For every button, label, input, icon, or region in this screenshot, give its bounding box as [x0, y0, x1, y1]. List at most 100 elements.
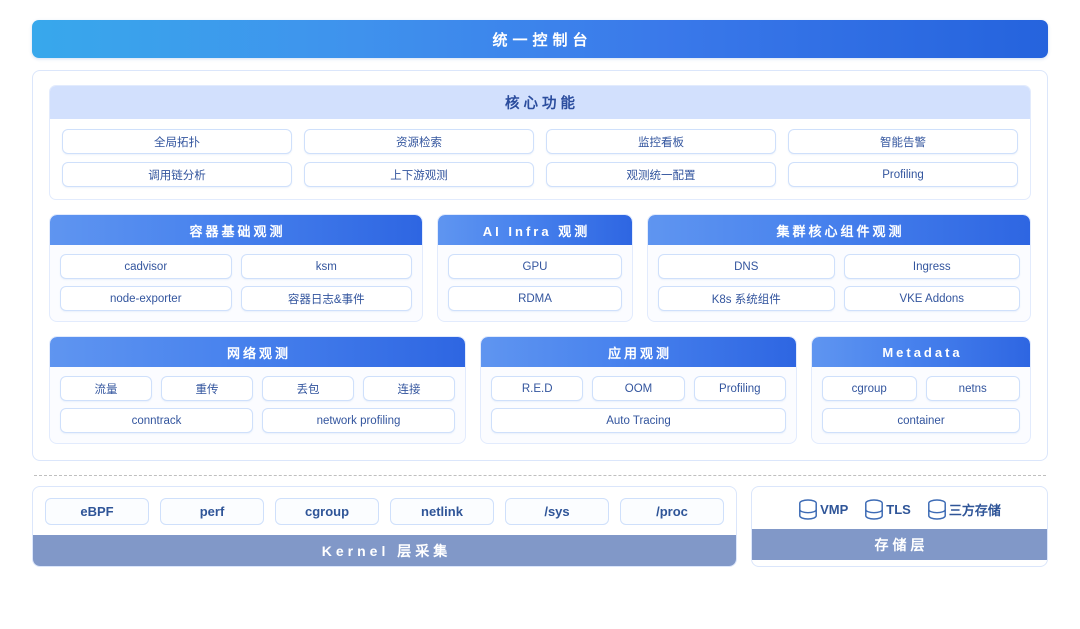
- item-traffic[interactable]: 流量: [60, 376, 152, 401]
- core-item-resource-search[interactable]: 资源检索: [304, 129, 534, 154]
- group-title-metadata: Metadata: [882, 344, 963, 360]
- group-row: RDMA: [448, 286, 622, 311]
- item-oom[interactable]: OOM: [592, 376, 685, 401]
- storage-label-tls: TLS: [886, 502, 911, 517]
- item-node-exporter[interactable]: node-exporter: [60, 286, 232, 311]
- storage-label-third-party: 三方存储: [948, 503, 1001, 518]
- item-conntrack[interactable]: conntrack: [60, 408, 253, 433]
- storage-label-vmp: VMP: [820, 502, 849, 517]
- item-auto-tracing[interactable]: Auto Tracing: [491, 408, 786, 433]
- item-cadvisor[interactable]: cadvisor: [60, 254, 232, 279]
- core-functions-header: 核心功能: [50, 86, 1030, 119]
- group-row: R.E.D OOM Profiling: [491, 376, 786, 401]
- kernel-item-sys[interactable]: /sys: [505, 498, 609, 525]
- observation-groups-row-1: 容器基础观测 cadvisor ksm node-exporter 容器日志&事…: [49, 214, 1031, 322]
- section-divider: [34, 475, 1046, 476]
- group-header: 集群核心组件观测: [648, 215, 1030, 245]
- kernel-item-netlink[interactable]: netlink: [390, 498, 494, 525]
- group-row: K8s 系统组件 VKE Addons: [658, 286, 1020, 311]
- group-title-network: 网络观测: [226, 345, 291, 361]
- database-icon: [927, 499, 946, 520]
- item-container-logs-events[interactable]: 容器日志&事件: [240, 286, 412, 311]
- core-item-upstream-downstream[interactable]: 上下游观测: [304, 162, 534, 187]
- group-title-ai-infra: AI Infra 观测: [482, 223, 591, 239]
- item-vke-addons[interactable]: VKE Addons: [843, 286, 1020, 311]
- item-ksm[interactable]: ksm: [240, 254, 412, 279]
- group-body: GPU RDMA: [438, 245, 632, 321]
- kernel-layer-footer: Kernel 层采集: [33, 535, 736, 566]
- group-metadata: Metadata cgroup netns container: [811, 336, 1031, 444]
- group-header: 网络观测: [50, 337, 465, 367]
- database-icon: [865, 499, 884, 520]
- item-gpu[interactable]: GPU: [448, 254, 622, 279]
- group-body: 流量 重传 丢包 连接 conntrack network profiling: [50, 367, 465, 443]
- core-functions-title: 核心功能: [505, 96, 579, 112]
- bottom-layers-row: eBPF perf cgroup netlink /sys /proc Kern…: [32, 486, 1048, 567]
- group-header: 应用观测: [481, 337, 796, 367]
- item-netns[interactable]: netns: [925, 376, 1020, 401]
- database-icon: [799, 499, 818, 520]
- group-title-application: 应用观测: [607, 345, 672, 361]
- kernel-collection-layer: eBPF perf cgroup netlink /sys /proc Kern…: [32, 486, 737, 567]
- storage-item-tls[interactable]: TLS: [864, 499, 911, 520]
- core-functions-row: 调用链分析 上下游观测 观测统一配置 Profiling: [62, 162, 1018, 187]
- unified-console-bar: 统一控制台: [32, 20, 1048, 58]
- group-header: AI Infra 观测: [438, 215, 632, 245]
- main-panel: 核心功能 全局拓扑 资源检索 监控看板 智能告警 调用链分析 上下游观测 观测统…: [32, 70, 1048, 461]
- group-row: conntrack network profiling: [60, 408, 455, 433]
- item-k8s-system-components[interactable]: K8s 系统组件: [658, 286, 835, 311]
- storage-item-vmp[interactable]: VMP: [798, 499, 848, 520]
- core-item-unified-config[interactable]: 观测统一配置: [546, 162, 776, 187]
- storage-layer-label: 存储层: [874, 536, 929, 553]
- item-rdma[interactable]: RDMA: [448, 286, 622, 311]
- group-row: DNS Ingress: [658, 254, 1020, 279]
- item-profiling[interactable]: Profiling: [693, 376, 786, 401]
- item-network-profiling[interactable]: network profiling: [262, 408, 455, 433]
- item-dns[interactable]: DNS: [658, 254, 835, 279]
- group-body: R.E.D OOM Profiling Auto Tracing: [481, 367, 796, 443]
- group-row: Auto Tracing: [491, 408, 786, 433]
- core-functions-block: 核心功能 全局拓扑 资源检索 监控看板 智能告警 调用链分析 上下游观测 观测统…: [49, 85, 1031, 200]
- kernel-item-proc[interactable]: /proc: [620, 498, 724, 525]
- group-row: node-exporter 容器日志&事件: [60, 286, 412, 311]
- group-row: GPU: [448, 254, 622, 279]
- group-title-container-observation: 容器基础观测: [189, 223, 286, 239]
- group-header: Metadata: [812, 337, 1030, 367]
- kernel-item-cgroup[interactable]: cgroup: [275, 498, 379, 525]
- core-functions-row: 全局拓扑 资源检索 监控看板 智能告警: [62, 129, 1018, 154]
- console-title: 统一控制台: [492, 31, 593, 49]
- core-item-global-topology[interactable]: 全局拓扑: [62, 129, 292, 154]
- item-retransmission[interactable]: 重传: [161, 376, 253, 401]
- group-row: container: [822, 408, 1020, 433]
- core-item-smart-alerting[interactable]: 智能告警: [788, 129, 1018, 154]
- item-container[interactable]: container: [822, 408, 1020, 433]
- group-body: DNS Ingress K8s 系统组件 VKE Addons: [648, 245, 1030, 321]
- group-header: 容器基础观测: [50, 215, 422, 245]
- item-connection[interactable]: 连接: [363, 376, 455, 401]
- item-packet-loss[interactable]: 丢包: [262, 376, 354, 401]
- group-body: cadvisor ksm node-exporter 容器日志&事件: [50, 245, 422, 321]
- group-row: 流量 重传 丢包 连接: [60, 376, 455, 401]
- storage-layer-footer: 存储层: [752, 529, 1047, 560]
- group-title-cluster-core: 集群核心组件观测: [776, 223, 905, 239]
- observation-groups-row-2: 网络观测 流量 重传 丢包 连接 conntrack network profi…: [49, 336, 1031, 444]
- group-row: cgroup netns: [822, 376, 1020, 401]
- storage-items: VMP TLS 三方存储: [752, 487, 1047, 529]
- kernel-item-perf[interactable]: perf: [160, 498, 264, 525]
- kernel-chips: eBPF perf cgroup netlink /sys /proc: [33, 487, 736, 535]
- group-network-observation: 网络观测 流量 重传 丢包 连接 conntrack network profi…: [49, 336, 466, 444]
- core-item-profiling[interactable]: Profiling: [788, 162, 1018, 187]
- group-application-observation: 应用观测 R.E.D OOM Profiling Auto Tracing: [480, 336, 797, 444]
- group-body: cgroup netns container: [812, 367, 1030, 443]
- group-cluster-core-components: 集群核心组件观测 DNS Ingress K8s 系统组件 VKE Addons: [647, 214, 1031, 322]
- item-red[interactable]: R.E.D: [491, 376, 584, 401]
- item-cgroup[interactable]: cgroup: [822, 376, 917, 401]
- kernel-item-ebpf[interactable]: eBPF: [45, 498, 149, 525]
- core-item-monitoring-dashboard[interactable]: 监控看板: [546, 129, 776, 154]
- kernel-layer-label: Kernel 层采集: [321, 542, 452, 559]
- storage-item-third-party[interactable]: 三方存储: [927, 499, 1001, 520]
- core-item-trace-analysis[interactable]: 调用链分析: [62, 162, 292, 187]
- core-functions-body: 全局拓扑 资源检索 监控看板 智能告警 调用链分析 上下游观测 观测统一配置 P…: [50, 119, 1030, 199]
- item-ingress[interactable]: Ingress: [843, 254, 1020, 279]
